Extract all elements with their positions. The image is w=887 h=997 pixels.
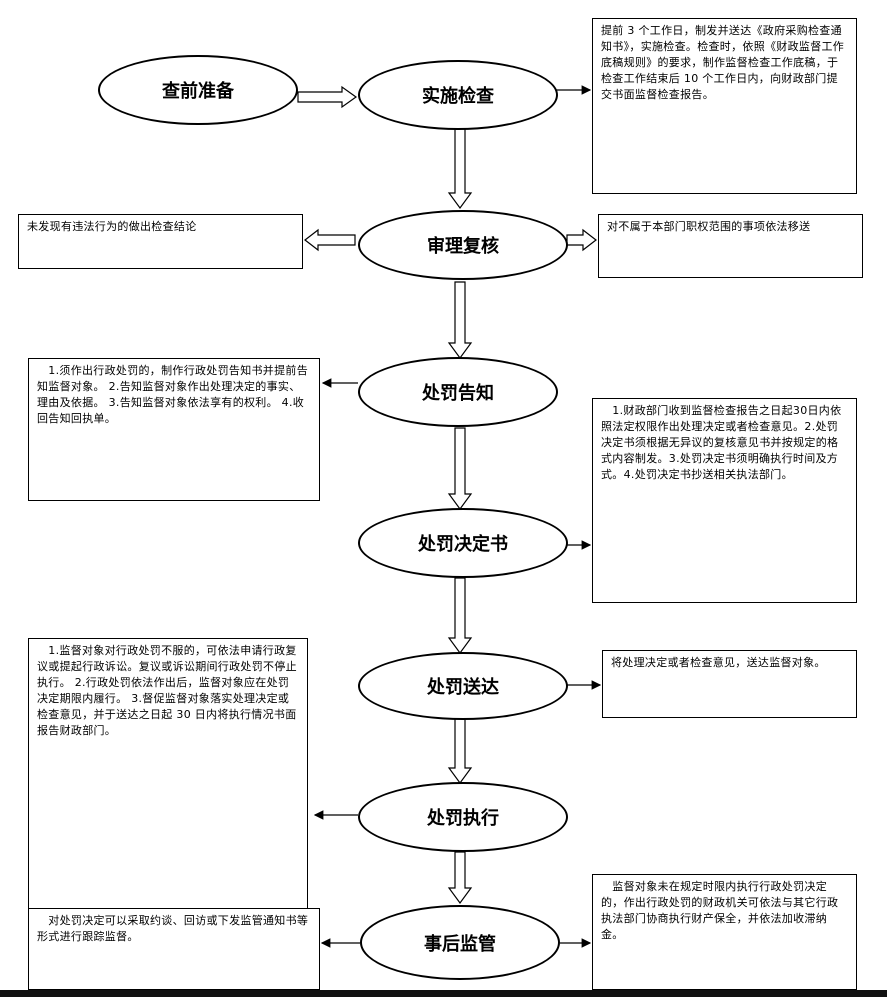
node-execution: 处罚执行 [358, 782, 568, 852]
node-followup: 事后监管 [360, 905, 560, 980]
note-delivery: 将处理决定或者检查意见，送达监督对象。 [602, 650, 857, 718]
arrow-decision-to-delivery [447, 577, 473, 655]
node-prep: 查前准备 [98, 55, 298, 125]
note-review-left: 未发现有违法行为的做出检查结论 [18, 214, 303, 269]
bottom-edge-rule [0, 990, 887, 997]
arrow-delivery-to-execution [447, 717, 473, 785]
node-implement: 实施检查 [358, 60, 558, 130]
arrow-review-to-notice [447, 281, 473, 360]
arrow-execution-to-followup [447, 851, 473, 905]
arrow-prep-to-implement [297, 85, 358, 109]
node-notice: 处罚告知 [358, 357, 558, 427]
note-execution: 1.监督对象对行政处罚不服的，可依法申请行政复议或提起行政诉讼。复议或诉讼期间行… [28, 638, 308, 926]
note-decision: 1.财政部门收到监督检查报告之日起30日内依照法定权限作出处理决定或者检查意见。… [592, 398, 857, 603]
note-followup-right: 监督对象未在规定时限内执行行政处罚决定的，作出行政处罚的财政机关可依法与其它行政… [592, 874, 857, 990]
node-delivery: 处罚送达 [358, 652, 568, 720]
arrow-notice-to-decision [447, 427, 473, 511]
note-notice: 1.须作出行政处罚的，制作行政处罚告知书并提前告知监督对象。 2.告知监督对象作… [28, 358, 320, 501]
node-decision: 处罚决定书 [358, 508, 568, 578]
arrow-implement-to-review [447, 125, 473, 210]
arrow-review-to-right-note [566, 228, 597, 252]
note-implement: 提前 3 个工作日，制发并送达《政府采购检查通知书》，实施检查。检查时，依照《财… [592, 18, 857, 194]
note-followup-left: 对处罚决定可以采取约谈、回访或下发监管通知书等形式进行跟踪监督。 [28, 908, 320, 990]
note-review-right: 对不属于本部门职权范围的事项依法移送 [598, 214, 863, 278]
node-review: 审理复核 [358, 210, 568, 280]
arrow-review-to-left-note [304, 228, 356, 252]
